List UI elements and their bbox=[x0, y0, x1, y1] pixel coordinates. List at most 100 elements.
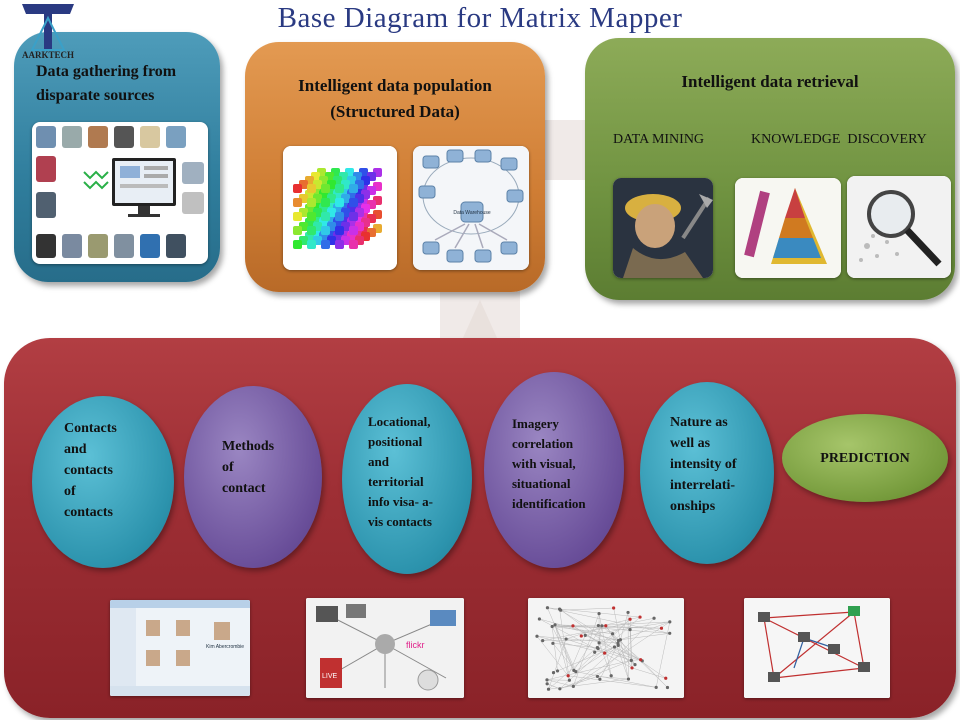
network-node bbox=[659, 626, 664, 630]
relationship-map-graphic bbox=[744, 598, 890, 698]
miner-graphic bbox=[613, 178, 713, 278]
network-edge bbox=[597, 676, 629, 680]
database-network-image: Data Warehouse bbox=[413, 146, 529, 270]
network-edge bbox=[551, 626, 558, 671]
cube-block bbox=[307, 240, 316, 249]
cube-block bbox=[335, 240, 344, 249]
network-node bbox=[597, 611, 601, 616]
network-node bbox=[571, 624, 575, 628]
oval-location: Locational, positional and territorial i… bbox=[342, 384, 472, 574]
cube-block bbox=[335, 226, 344, 235]
network-node bbox=[571, 684, 575, 688]
cube-block bbox=[349, 240, 358, 249]
oval-relationships: Nature as well as intensity of interrela… bbox=[640, 382, 774, 564]
database-label: Data Warehouse bbox=[453, 210, 491, 216]
sources-collage-graphic bbox=[36, 126, 204, 258]
network-edge bbox=[552, 643, 598, 648]
network-edge bbox=[573, 621, 670, 687]
network-edge bbox=[629, 629, 632, 661]
contact-name-tag: Kim Abercrombie bbox=[206, 644, 244, 650]
network-edge bbox=[539, 618, 633, 669]
network-node bbox=[603, 651, 607, 655]
cube-block bbox=[293, 198, 302, 207]
cube-block bbox=[307, 184, 316, 193]
network-node bbox=[610, 632, 615, 636]
network-edge bbox=[640, 659, 668, 688]
network-node bbox=[595, 646, 599, 650]
oval-relationships-text: Nature as well as intensity of interrela… bbox=[670, 415, 737, 514]
oval-contacts-text: Contacts and contacts of contacts bbox=[64, 421, 117, 520]
data-gathering-title: Data gathering from disparate sources bbox=[36, 63, 177, 104]
cube-block bbox=[307, 198, 316, 207]
network-edge bbox=[559, 660, 632, 690]
network-node bbox=[579, 634, 583, 638]
network-node bbox=[541, 639, 545, 643]
data-cube-graphic bbox=[283, 146, 397, 270]
network-node bbox=[616, 643, 620, 648]
network-node bbox=[564, 637, 568, 641]
network-node bbox=[545, 606, 550, 610]
oval-imagery-text: Imagery correlation with visual, situati… bbox=[512, 416, 586, 511]
network-node bbox=[628, 627, 632, 632]
network-node bbox=[628, 617, 632, 621]
network-edge bbox=[598, 621, 670, 626]
cube-block bbox=[349, 184, 358, 193]
network-edge bbox=[547, 607, 641, 618]
network-node bbox=[545, 682, 549, 686]
network-edge bbox=[559, 608, 636, 665]
network-edge bbox=[620, 621, 670, 640]
network-edge bbox=[548, 619, 631, 690]
network-node bbox=[639, 658, 643, 662]
network-node bbox=[668, 620, 672, 624]
network-edge bbox=[575, 619, 631, 672]
network-edge bbox=[552, 626, 662, 629]
cube-block bbox=[293, 226, 302, 235]
network-edge bbox=[585, 621, 670, 636]
network-edge bbox=[547, 683, 560, 690]
oval-prediction-text: PREDICTION bbox=[820, 451, 910, 466]
network-edge bbox=[559, 676, 598, 690]
network-edge bbox=[547, 607, 575, 671]
network-node bbox=[668, 631, 672, 635]
relationship-map-screenshot bbox=[744, 598, 890, 698]
network-node bbox=[612, 645, 617, 649]
network-edge bbox=[631, 667, 666, 679]
network-node bbox=[626, 610, 630, 615]
network-node bbox=[595, 674, 600, 679]
oval-location-text: Locational, positional and territorial i… bbox=[368, 414, 433, 529]
oval-contacts: Contacts and contacts of contacts bbox=[32, 396, 174, 568]
network-edge bbox=[620, 633, 670, 640]
network-node bbox=[604, 624, 608, 628]
network-node bbox=[600, 624, 604, 628]
diagram-title: Base Diagram for Matrix Mapper bbox=[277, 2, 683, 34]
oval-imagery: Imagery correlation with visual, situati… bbox=[484, 372, 624, 568]
aarktech-logo: AARKTECH bbox=[18, 0, 78, 62]
network-node bbox=[629, 658, 633, 662]
network-node bbox=[618, 638, 623, 642]
network-graph-graphic bbox=[528, 598, 684, 698]
network-edge bbox=[567, 635, 586, 676]
discovery-magnifier-image bbox=[847, 176, 951, 278]
cube-block bbox=[335, 184, 344, 193]
network-edge bbox=[548, 678, 629, 690]
data-mining-label: DATA MINING bbox=[613, 132, 705, 147]
cube-block bbox=[349, 198, 358, 207]
network-edge bbox=[620, 612, 629, 640]
network-edge bbox=[557, 646, 615, 672]
knowledge-discovery-label: KNOWLEDGE DISCOVERY bbox=[751, 132, 927, 147]
network-node bbox=[553, 623, 557, 627]
network-node bbox=[612, 606, 616, 610]
network-edge bbox=[566, 625, 606, 640]
network-edge bbox=[605, 625, 636, 665]
network-edge bbox=[548, 638, 567, 690]
network-node bbox=[572, 668, 576, 672]
network-node bbox=[545, 678, 549, 682]
contacts-screenshot-graphic: Kim Abercrombie bbox=[110, 600, 250, 696]
knowledge-pyramid-graphic bbox=[735, 178, 841, 278]
network-node bbox=[558, 607, 562, 611]
cube-block bbox=[321, 226, 330, 235]
cube-block bbox=[321, 212, 330, 221]
data-retrieval-title: Intelligent data retrieval bbox=[681, 72, 859, 91]
cube-block bbox=[293, 240, 302, 249]
network-node bbox=[550, 624, 554, 629]
